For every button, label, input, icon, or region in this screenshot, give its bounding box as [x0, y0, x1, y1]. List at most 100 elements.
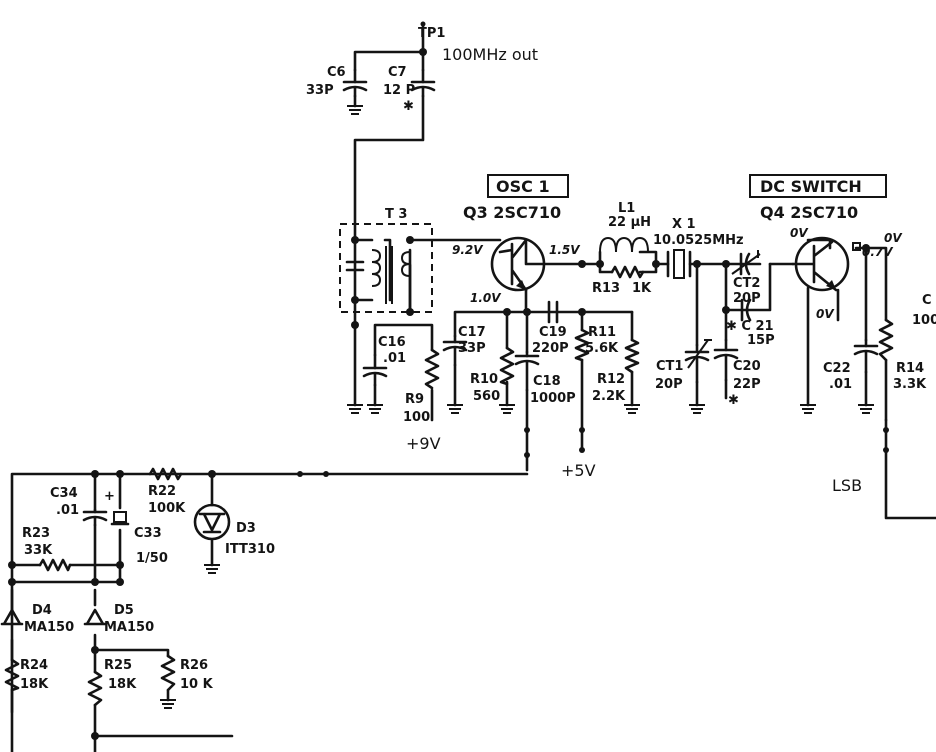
capacitor-fragment: C 100	[912, 293, 936, 328]
component-label: .01	[56, 503, 79, 518]
output-annotation: 100MHz out	[442, 45, 538, 64]
component-label: C18	[533, 374, 561, 389]
ground-symbols	[160, 105, 874, 709]
resistor-r11: R11 5.6K	[574, 325, 619, 362]
component-label: X 1	[672, 217, 696, 232]
component-label: Q3 2SC710	[463, 203, 561, 222]
diode-d5: D5 MA150	[83, 603, 154, 635]
component-label: 20P	[733, 291, 761, 306]
component-label: R14	[896, 361, 924, 376]
component-label: R10	[470, 372, 498, 387]
component-label: 0V	[884, 231, 903, 245]
component-label: C	[922, 293, 932, 308]
component-label: T 3	[385, 207, 407, 222]
component-label: 1K	[632, 281, 652, 296]
plus9v-annotation: +9V	[406, 434, 441, 453]
capacitor-c16: C16 .01	[362, 335, 406, 387]
component-label: 20P	[655, 377, 683, 392]
component-label: CT1	[656, 359, 683, 374]
resistor-r9: R9 100	[403, 348, 440, 425]
component-label: ✱	[728, 393, 739, 408]
component-label: 1/50	[136, 551, 168, 566]
capacitor-c6: C6 33P	[306, 65, 368, 98]
capacitor-c7: C7 12 P ✱	[383, 65, 436, 114]
osc1-block: OSC 1 Q3 2SC710	[463, 174, 569, 222]
component-label: 33K	[24, 543, 53, 558]
component-label: L1	[618, 201, 635, 216]
component-label: 1.5V	[549, 243, 581, 257]
resistor-r14: R14 3.3K	[878, 318, 927, 392]
wires	[10, 24, 936, 752]
component-label: C33	[134, 526, 162, 541]
component-label: 33P	[458, 341, 486, 356]
component-label: C6	[327, 65, 346, 80]
component-label: CT2	[733, 276, 760, 291]
resistor-r26: R26 10 K	[160, 654, 214, 692]
component-label: R22	[148, 484, 176, 499]
component-label: .01	[383, 351, 406, 366]
component-label: 1.0V	[470, 291, 502, 305]
component-label: R9	[405, 392, 424, 407]
component-label: 3.3K	[893, 377, 927, 392]
component-label: R12	[597, 372, 625, 387]
component-label: C20	[733, 359, 761, 374]
resistor-r23: R23 33K	[22, 526, 72, 572]
component-label: 18K	[20, 677, 49, 692]
zener-d3: D3 ITT310	[193, 503, 275, 557]
component-label: C17	[458, 325, 486, 340]
component-label: 100	[403, 410, 430, 425]
junctions	[8, 48, 889, 740]
component-label: C34	[50, 486, 78, 501]
resistor-r24: R24 18K	[4, 658, 49, 692]
transistor-q3: 9.2V 1.5V 1.0V	[452, 236, 581, 305]
capacitor-c21: ✱ C 21 15P	[726, 298, 775, 348]
plus5v-annotation: +5V	[561, 461, 596, 480]
inductor-l1: L1 22 μH	[599, 201, 651, 253]
dcswitch-block: DC SWITCH Q4 2SC710	[749, 174, 887, 222]
component-label: MA150	[104, 620, 154, 635]
component-label: 18K	[108, 677, 137, 692]
trimmer-ct2: CT2 20P	[731, 250, 761, 306]
component-label: C19	[539, 325, 567, 340]
capacitor-c33: + C33 1/50	[104, 489, 168, 566]
component-label: R23	[22, 526, 50, 541]
capacitor-c34: C34 .01	[50, 486, 108, 527]
component-label: DC SWITCH	[760, 177, 862, 196]
capacitor-c17: C17 33P	[442, 325, 486, 367]
component-label: C7	[388, 65, 407, 80]
component-label: D5	[114, 603, 134, 618]
resistor-r22: R22 100K	[148, 467, 186, 516]
component-label: R24	[20, 658, 48, 673]
component-label: C16	[378, 335, 406, 350]
component-label: 5.6K	[585, 341, 619, 356]
component-label: Q4 2SC710	[760, 203, 858, 222]
component-label: 22P	[733, 377, 761, 392]
crystal-x1: X 1 10.0525MHz	[653, 217, 744, 279]
component-label: R26	[180, 658, 208, 673]
component-label: 10.0525MHz	[653, 233, 744, 248]
resistor-r12: R12 2.2K	[592, 338, 640, 404]
component-label: 22 μH	[608, 215, 651, 230]
resistor-r25: R25 18K	[87, 658, 137, 707]
lsb-annotation: LSB	[832, 476, 862, 495]
testpoint-tp1[interactable]: TP1	[418, 21, 445, 42]
resistor-r10: R10 560	[470, 346, 515, 404]
component-label: 220P	[532, 341, 569, 356]
capacitor-c18: C18 1000P	[514, 350, 576, 406]
tp1-label: TP1	[418, 26, 445, 41]
component-label: 0.7V	[862, 245, 894, 259]
diode-d4: D4 MA150	[0, 603, 74, 635]
component-label: 2.2K	[592, 389, 626, 404]
component-label: 560	[473, 389, 500, 404]
component-label: 15P	[747, 333, 775, 348]
transistor-q4: 0V 0V 0.7V 0V	[790, 226, 903, 321]
component-label: 10 K	[180, 677, 214, 692]
component-label: ✱ C 21	[726, 319, 774, 334]
component-label: 0V	[790, 226, 809, 240]
component-label: 0V	[816, 307, 835, 321]
capacitor-c19: C19 220P	[532, 300, 569, 356]
component-label: 12 P	[383, 83, 415, 98]
component-label: 9.2V	[452, 243, 484, 257]
component-label: ✱	[403, 99, 414, 114]
